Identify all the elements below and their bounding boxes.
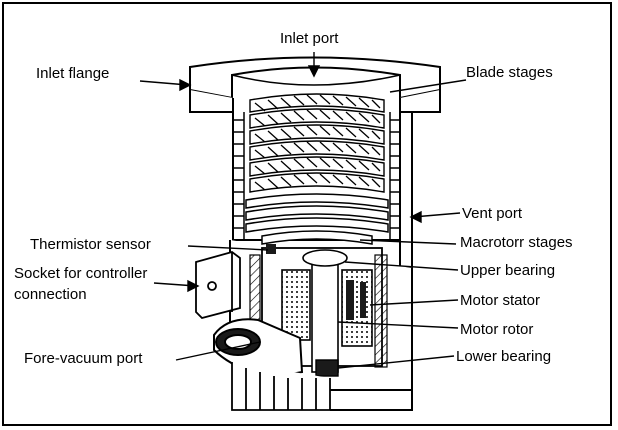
label-blade-stages: Blade stages [466, 64, 553, 81]
label-motor-stator: Motor stator [460, 292, 541, 309]
label-socket-line1: Socket for controller [14, 265, 148, 282]
leader-lines [139, 52, 467, 369]
label-inlet-flange: Inlet flange [36, 65, 110, 82]
label-socket-line2: connection [14, 286, 87, 303]
label-vent-port: Vent port [462, 205, 523, 222]
label-fore-vacuum-port: Fore-vacuum port [24, 350, 143, 367]
label-inlet-port: Inlet port [280, 30, 339, 47]
thermistor-shape [266, 244, 276, 254]
macrotorr-discs [245, 193, 389, 245]
inlet-flange-shape [189, 56, 441, 113]
base-fins [231, 362, 331, 411]
motor-section [249, 247, 388, 377]
label-upper-bearing: Upper bearing [460, 262, 556, 279]
socket-connector-shape [195, 251, 241, 320]
label-motor-rotor: Motor rotor [460, 321, 534, 338]
label-lower-bearing: Lower bearing [456, 348, 552, 365]
label-macrotorr-stages: Macrotorr stages [460, 234, 573, 251]
casing-ribs [233, 112, 400, 240]
label-thermistor-sensor: Thermistor sensor [30, 236, 151, 253]
blade-stages-shape [249, 93, 385, 193]
